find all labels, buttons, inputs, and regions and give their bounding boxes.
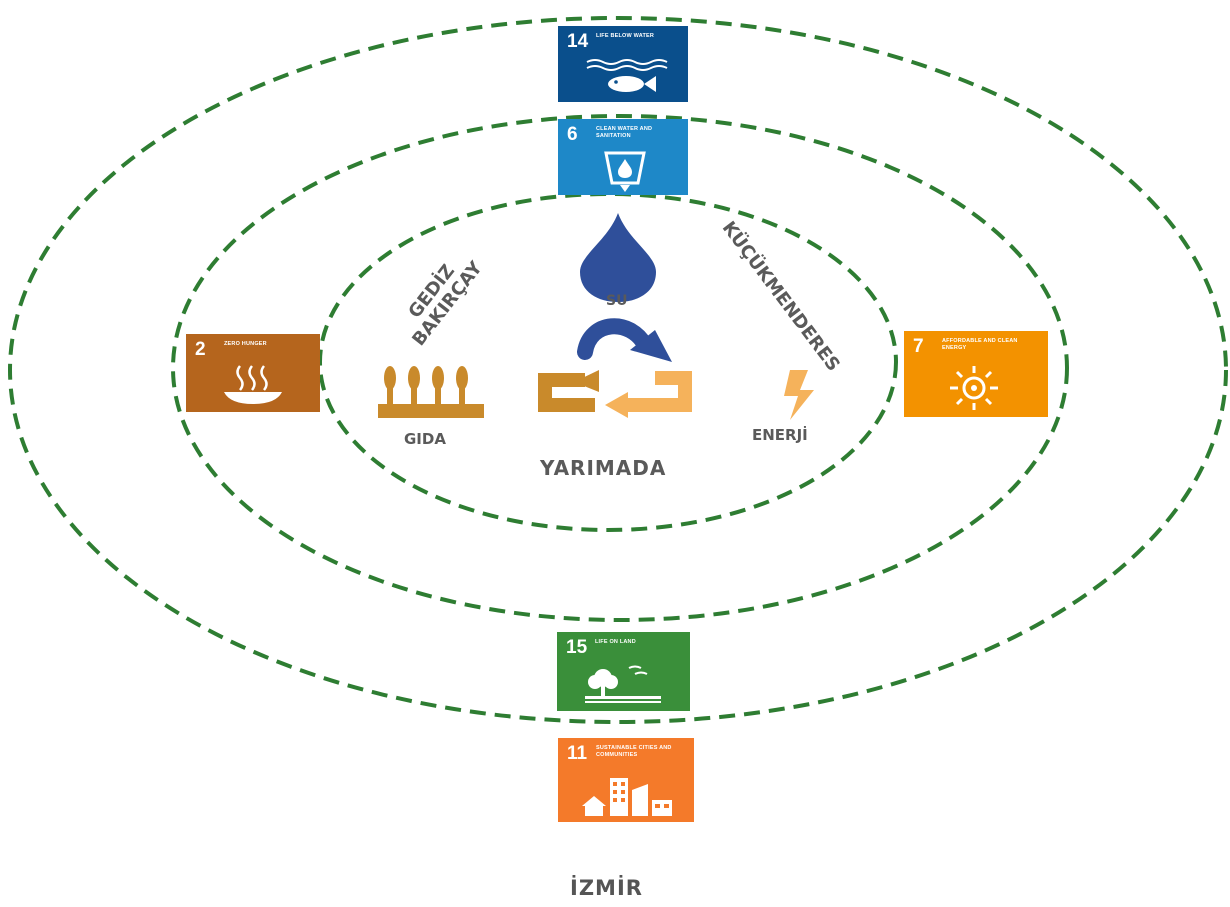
fish-icon	[586, 59, 668, 92]
tile-caption: ZERO HUNGER	[224, 341, 267, 347]
sun-icon	[950, 366, 998, 410]
lightning-icon	[784, 370, 814, 420]
tile-number: 6	[567, 124, 578, 145]
tile-number: 7	[913, 336, 924, 357]
ring-peninsula	[318, 192, 898, 532]
water-label: SU	[606, 293, 628, 309]
tile-caption: LIFE BELOW WATER	[596, 33, 655, 39]
tile-number: 2	[195, 339, 206, 360]
energy-label: ENERJİ	[752, 426, 808, 444]
wheat-icon	[378, 366, 484, 418]
tile-number: 14	[567, 31, 589, 52]
ring-izmir	[8, 16, 1228, 724]
nexus-cycle-icon	[538, 318, 692, 418]
sdg7-tile: 7 AFFORDABLE AND CLEAN ENERGY	[904, 331, 1048, 417]
sdg11-tile: 11 SUSTAINABLE CITIES AND COMMUNITIES	[558, 738, 694, 822]
buildings-icon	[582, 778, 672, 816]
sdg6-tile: 6 CLEAN WATER AND SANITATION	[558, 119, 688, 195]
tile-number: 15	[566, 637, 588, 658]
sdg15-tile: 15 LIFE ON LAND	[557, 632, 690, 711]
center-label: YARIMADA	[540, 456, 667, 480]
ring-basin	[171, 114, 1069, 622]
sdg2-tile: 2 ZERO HUNGER	[186, 334, 320, 412]
tile-number: 11	[567, 743, 588, 764]
tile-caption: CLEAN WATER AND SANITATION	[596, 126, 653, 139]
water-glass-icon	[604, 151, 646, 192]
city-label: İZMİR	[570, 876, 643, 900]
tile-caption: SUSTAINABLE CITIES AND COMMUNITIES	[596, 745, 672, 758]
sdg14-tile: 14 LIFE BELOW WATER	[558, 26, 688, 102]
food-label: GIDA	[404, 430, 446, 448]
tile-caption: AFFORDABLE AND CLEAN ENERGY	[942, 338, 1018, 351]
tile-caption: LIFE ON LAND	[595, 639, 636, 645]
bowl-icon	[224, 365, 282, 404]
water-drop-icon	[580, 213, 656, 302]
tree-icon	[585, 665, 661, 703]
